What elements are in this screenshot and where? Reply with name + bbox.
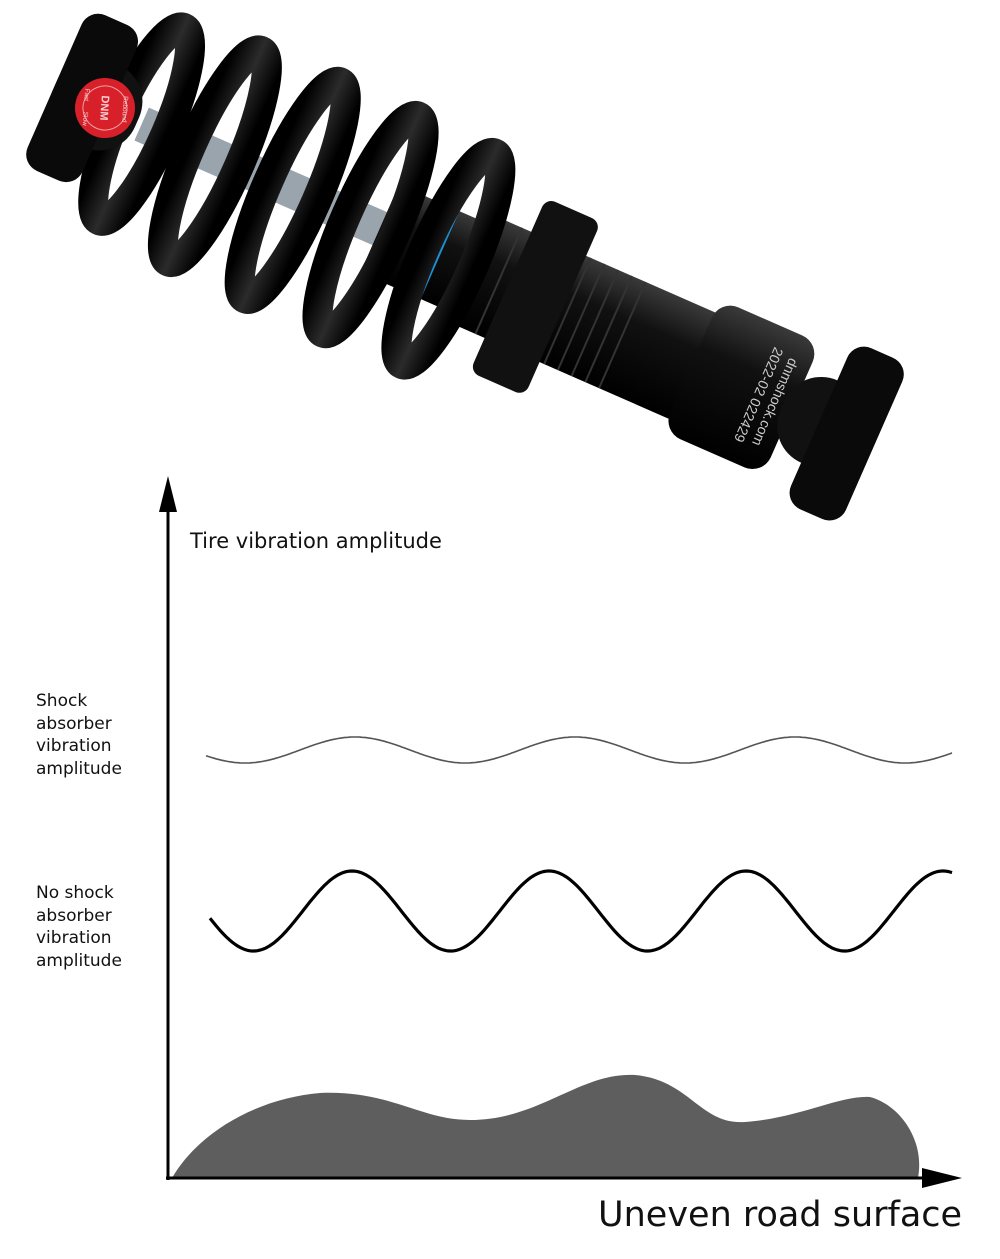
no-shock-absorber-wave bbox=[208, 869, 953, 953]
label-line: amplitude bbox=[36, 950, 122, 971]
road-surface bbox=[172, 1074, 920, 1178]
label-line: absorber bbox=[36, 905, 112, 926]
knob-slow-lettering: Slow bbox=[81, 111, 89, 126]
y-axis-title: Tire vibration amplitude bbox=[190, 529, 442, 553]
label-line: Shock bbox=[36, 691, 88, 711]
shock-absorber-label: Shock absorber vibration amplitude bbox=[36, 690, 122, 780]
rebound-knob bbox=[75, 78, 135, 138]
knob-ring bbox=[82, 85, 128, 131]
y-axis-arrow-icon bbox=[159, 476, 177, 512]
x-axis-title: Uneven road surface bbox=[598, 1195, 963, 1235]
x-axis-arrow-icon bbox=[922, 1168, 962, 1188]
label-line: amplitude bbox=[36, 758, 122, 779]
shock-absorber-image: dnmshock.com 2022-02 022429 DNM Rebound … bbox=[26, 12, 904, 521]
knob-rebound-lettering: Rebound bbox=[120, 96, 129, 123]
label-line: vibration bbox=[36, 736, 112, 756]
threads bbox=[474, 227, 647, 389]
knob-brand-lettering: DNM bbox=[97, 95, 111, 121]
no-shock-absorber-label: No shock absorber vibration amplitude bbox=[36, 882, 122, 972]
knob-fast-lettering: Fast bbox=[82, 88, 90, 101]
preload-collar bbox=[472, 201, 598, 393]
label-line: vibration bbox=[36, 928, 112, 948]
label-line: No shock bbox=[36, 883, 114, 903]
label-line: absorber bbox=[36, 713, 112, 734]
shock-absorber-wave bbox=[205, 736, 953, 764]
lower-eye-bushing bbox=[789, 346, 904, 521]
